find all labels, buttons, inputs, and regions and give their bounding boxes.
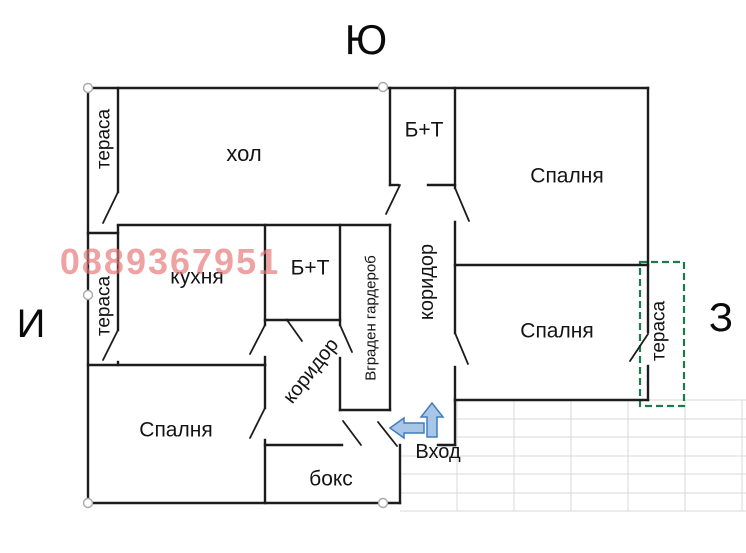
spreadsheet-grid: [400, 399, 746, 512]
room-label-hall: хол: [226, 141, 262, 166]
room-label-terrace-mid-left: тераса: [93, 275, 115, 337]
room-label-wardrobe: Вграден гардероб: [362, 255, 380, 381]
resize-handle: [377, 81, 389, 93]
resize-handle: [82, 82, 94, 94]
room-label-terrace-top-left: тераса: [93, 108, 115, 170]
entrance-arrows: [388, 401, 445, 440]
arrow-left-icon: [388, 416, 425, 440]
resize-handle: [82, 497, 94, 509]
phone-watermark: 0889367951: [59, 241, 281, 282]
room-label-box: бокс: [309, 467, 353, 491]
room-label-bathroom-top: Б+Т: [404, 118, 444, 142]
compass-east: И: [16, 302, 46, 346]
walls: [86, 86, 650, 505]
room-label-bedroom-top-right: Спалня: [530, 164, 604, 188]
room-label-bedroom-bottom-left: Спалня: [139, 418, 213, 442]
room-label-bathroom-mid: Б+Т: [290, 256, 330, 280]
room-label-bedroom-mid-right: Спалня: [520, 319, 594, 343]
room-label-corridor-right: коридор: [416, 243, 438, 321]
entrance-label: Вход: [415, 441, 461, 463]
room-label-terrace-right: тераса: [648, 300, 670, 362]
terrace-right-outline: [638, 260, 686, 408]
resize-handle: [82, 289, 94, 301]
selection-handles[interactable]: [82, 81, 389, 509]
compass-south: Ю: [344, 16, 388, 63]
room-label-kitchen: кухня: [170, 265, 224, 289]
compass-west: З: [708, 296, 734, 340]
door-swings: [102, 184, 649, 447]
resize-handle: [377, 497, 389, 509]
arrow-up-icon: [419, 401, 445, 438]
